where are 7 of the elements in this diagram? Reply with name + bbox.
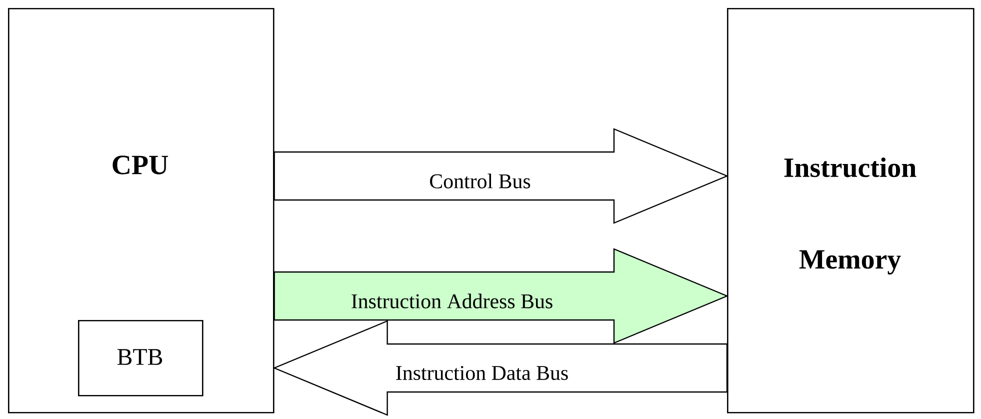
bank-box: BTB	[78, 320, 204, 396]
edge-label: Instruction Address Bus	[350, 292, 554, 310]
bus-arrow	[274, 128, 729, 224]
edge-label: Instruction Data Bus	[394, 364, 570, 382]
block-box: Instruction Memory	[727, 8, 974, 414]
bus-arrow	[272, 320, 728, 416]
edge-label: Control Bus	[428, 172, 532, 190]
